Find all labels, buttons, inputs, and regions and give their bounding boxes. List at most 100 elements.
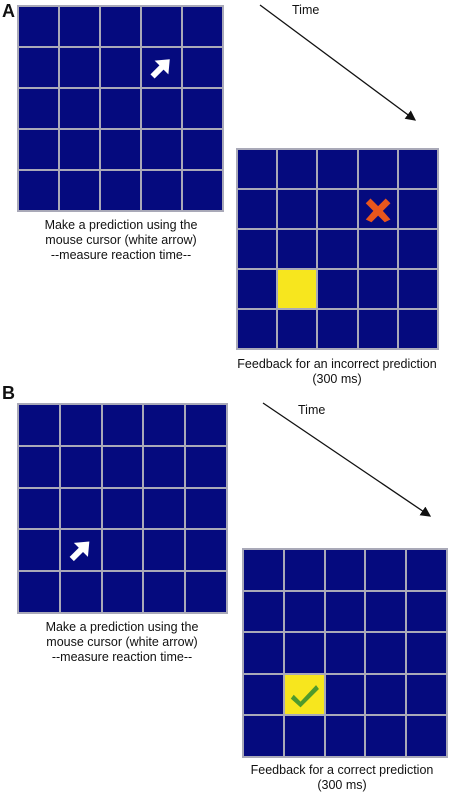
grid-cell[interactable]: [183, 89, 222, 128]
grid-cell[interactable]: [101, 171, 140, 210]
grid-cell[interactable]: [244, 716, 283, 756]
grid-cell[interactable]: [318, 270, 357, 308]
grid-cell[interactable]: [366, 591, 406, 632]
grid-cell[interactable]: [144, 446, 185, 487]
grid-cell[interactable]: [325, 591, 365, 632]
grid-cell[interactable]: [19, 530, 59, 571]
grid-cell[interactable]: [60, 572, 101, 612]
grid-cell[interactable]: [60, 405, 101, 445]
grid-cell[interactable]: [244, 591, 283, 632]
grid-cell[interactable]: [325, 633, 365, 673]
grid-cell[interactable]: [366, 550, 406, 590]
grid-cell[interactable]: [183, 130, 222, 169]
grid-cell[interactable]: [398, 270, 437, 308]
grid-cell[interactable]: [102, 446, 143, 487]
grid-cell[interactable]: [144, 530, 185, 571]
grid-cell[interactable]: [60, 48, 99, 87]
grid-cell[interactable]: [325, 550, 365, 590]
grid-cell[interactable]: [102, 572, 143, 612]
grid-cell[interactable]: [366, 716, 406, 756]
grid-cell[interactable]: [186, 530, 226, 571]
grid-cell[interactable]: [19, 48, 58, 87]
grid-cell[interactable]: [186, 405, 226, 445]
grid-cell[interactable]: [144, 405, 185, 445]
grid-cell[interactable]: [244, 633, 283, 673]
grid-cell[interactable]: [284, 674, 324, 715]
grid-cell[interactable]: [19, 130, 58, 169]
grid-cell[interactable]: [102, 405, 143, 445]
grid-cell[interactable]: [238, 230, 277, 268]
grid-cell[interactable]: [60, 530, 101, 571]
grid-cell[interactable]: [101, 48, 140, 87]
grid-cell[interactable]: [60, 130, 99, 169]
grid-cell[interactable]: [398, 190, 437, 228]
grid-cell[interactable]: [238, 310, 277, 348]
grid-cell[interactable]: [278, 150, 317, 188]
grid-cell[interactable]: [238, 150, 277, 188]
grid-cell[interactable]: [407, 550, 446, 590]
grid-cell[interactable]: [398, 230, 437, 268]
grid-cell[interactable]: [144, 572, 185, 612]
grid-cell[interactable]: [60, 89, 99, 128]
grid-cell[interactable]: [278, 310, 317, 348]
grid-cell[interactable]: [407, 591, 446, 632]
grid-cell[interactable]: [398, 310, 437, 348]
grid-cell[interactable]: [19, 405, 59, 445]
grid-cell[interactable]: [318, 150, 357, 188]
grid-cell[interactable]: [102, 488, 143, 529]
grid-cell[interactable]: [244, 674, 283, 715]
grid-cell[interactable]: [358, 230, 397, 268]
grid-cell[interactable]: [19, 488, 59, 529]
grid-cell[interactable]: [325, 716, 365, 756]
grid-cell[interactable]: [407, 716, 446, 756]
grid-cell[interactable]: [407, 674, 446, 715]
grid-cell[interactable]: [366, 674, 406, 715]
grid-cell[interactable]: [19, 171, 58, 210]
grid-cell[interactable]: [244, 550, 283, 590]
grid-cell[interactable]: [358, 190, 397, 228]
grid-cell[interactable]: [284, 550, 324, 590]
grid-cell[interactable]: [142, 7, 181, 46]
grid-cell[interactable]: [407, 633, 446, 673]
grid-cell[interactable]: [144, 488, 185, 529]
grid-cell[interactable]: [366, 633, 406, 673]
grid-cell[interactable]: [398, 150, 437, 188]
grid-cell[interactable]: [142, 48, 181, 87]
grid-cell[interactable]: [101, 130, 140, 169]
grid-cell[interactable]: [183, 7, 222, 46]
grid-cell[interactable]: [278, 230, 317, 268]
grid-cell[interactable]: [142, 89, 181, 128]
grid-cell[interactable]: [102, 530, 143, 571]
grid-cell[interactable]: [142, 171, 181, 210]
grid-cell[interactable]: [358, 270, 397, 308]
grid-cell[interactable]: [142, 130, 181, 169]
grid-cell[interactable]: [284, 633, 324, 673]
grid-cell[interactable]: [101, 89, 140, 128]
grid-cell[interactable]: [284, 591, 324, 632]
grid-cell[interactable]: [183, 171, 222, 210]
grid-cell[interactable]: [358, 310, 397, 348]
grid-cell[interactable]: [186, 572, 226, 612]
grid-cell[interactable]: [318, 310, 357, 348]
grid-cell[interactable]: [60, 171, 99, 210]
grid-cell[interactable]: [19, 7, 58, 46]
grid-cell[interactable]: [278, 270, 317, 308]
grid-cell[interactable]: [60, 488, 101, 529]
grid-cell[interactable]: [358, 150, 397, 188]
grid-cell[interactable]: [186, 488, 226, 529]
grid-cell[interactable]: [19, 572, 59, 612]
grid-cell[interactable]: [325, 674, 365, 715]
grid-cell[interactable]: [278, 190, 317, 228]
grid-cell[interactable]: [318, 190, 357, 228]
grid-cell[interactable]: [238, 270, 277, 308]
grid-cell[interactable]: [186, 446, 226, 487]
grid-cell[interactable]: [19, 89, 58, 128]
grid-cell[interactable]: [183, 48, 222, 87]
grid-cell[interactable]: [284, 716, 324, 756]
grid-cell[interactable]: [238, 190, 277, 228]
grid-cell[interactable]: [60, 446, 101, 487]
grid-cell[interactable]: [318, 230, 357, 268]
grid-cell[interactable]: [60, 7, 99, 46]
grid-cell[interactable]: [19, 446, 59, 487]
grid-cell[interactable]: [101, 7, 140, 46]
